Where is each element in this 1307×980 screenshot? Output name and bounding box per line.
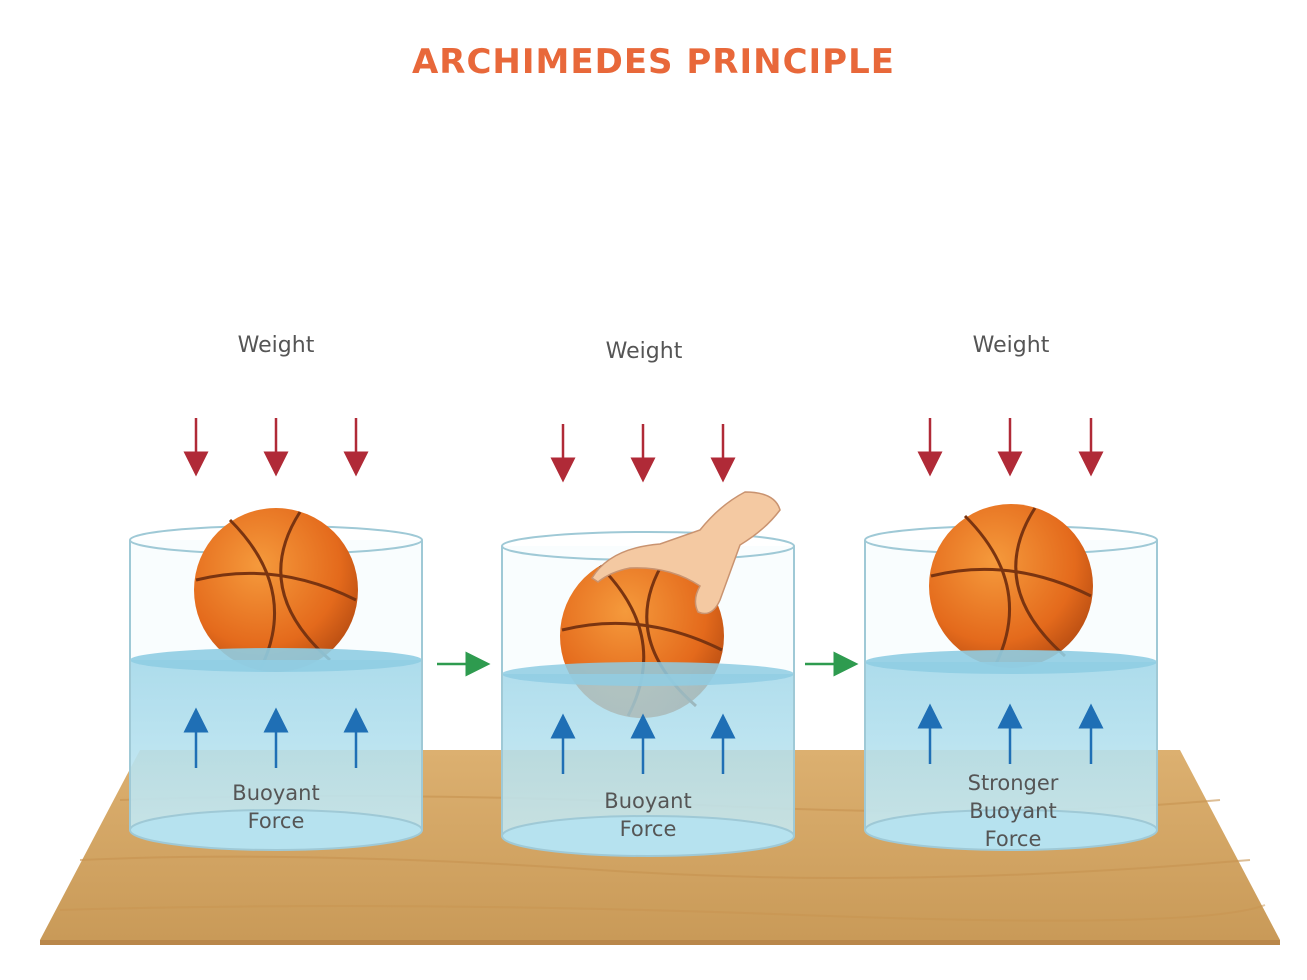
basketball-icon xyxy=(929,504,1093,668)
diagram-title: ARCHIMEDES PRINCIPLE xyxy=(411,42,895,82)
buoyant-label-line: Force xyxy=(248,809,305,833)
buoyant-label-line: Force xyxy=(985,827,1042,851)
panel-floating: Weight Buoyant Force xyxy=(129,333,423,851)
weight-label: Weight xyxy=(606,339,683,364)
buoyant-label-line: Force xyxy=(620,817,677,841)
panel-released: Weight Stronger Buoyant Force xyxy=(864,333,1158,851)
hand-icon xyxy=(590,491,781,615)
buoyant-label-line: Buoyant xyxy=(604,789,691,813)
basketball-icon xyxy=(194,508,358,672)
weight-label: Weight xyxy=(973,333,1050,358)
buoyant-label-line: Buoyant xyxy=(969,799,1056,823)
weight-label: Weight xyxy=(238,333,315,358)
buoyant-label-line: Stronger xyxy=(968,771,1059,795)
water xyxy=(501,662,795,857)
panel-pushed-down: Weight Buoyant Force xyxy=(501,339,795,857)
buoyant-label-line: Buoyant xyxy=(232,781,319,805)
